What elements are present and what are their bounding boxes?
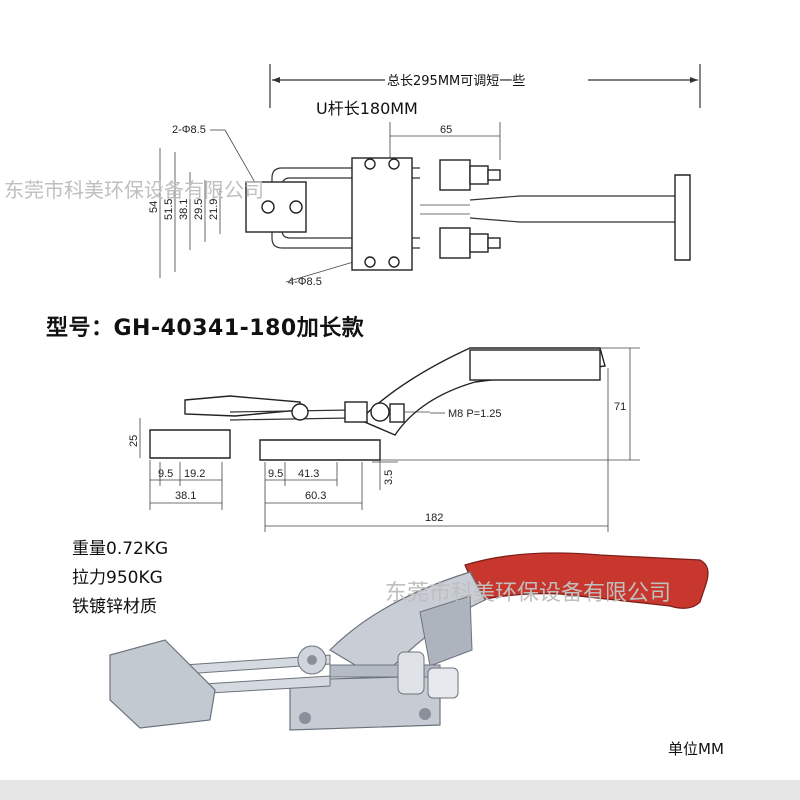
top-view-drawing: 总长295MM可调短一些 U杆长180MM 65 2-Φ8.5 4-Φ8.5 5…: [148, 64, 701, 288]
dim-19-2: 19.2: [184, 468, 205, 480]
spec-material: 铁镀锌材质: [72, 597, 157, 617]
dim-21-9: 21.9: [208, 199, 220, 220]
dim-9-5-b: 9.5: [268, 468, 283, 480]
dim-25: 25: [128, 435, 140, 447]
watermark-bottom: 东莞市科美环保设备有限公司: [385, 581, 671, 606]
dim-71: 71: [614, 401, 626, 413]
dim-41-3: 41.3: [298, 468, 319, 480]
watermark-top: 东莞市科美环保设备有限公司: [4, 178, 264, 202]
dim-38-1: 38.1: [178, 199, 190, 220]
dim-3-5: 3.5: [383, 470, 395, 485]
product-photo: [109, 552, 709, 731]
unit-label: 单位MM: [668, 740, 724, 758]
dim-51-5: 51.5: [163, 199, 175, 220]
side-view-drawing: M8 P=1.25 71 25 9.5 19.2 38.1 9.5 41.3 6…: [128, 347, 640, 532]
bottom-bar: [0, 780, 800, 800]
overall-length-label: 总长295MM可调短一些: [387, 74, 525, 89]
model-label: 型号：GH-40341-180加长款: [46, 316, 365, 341]
spec-weight: 重量0.72KG: [72, 539, 169, 559]
spec-pull-force: 拉力950KG: [72, 568, 163, 588]
dim-60-3: 60.3: [305, 490, 326, 502]
dim-29-5: 29.5: [193, 199, 205, 220]
dim-38-1-side: 38.1: [175, 490, 196, 502]
thread-spec: M8 P=1.25: [448, 408, 502, 420]
dim-9-5-a: 9.5: [158, 468, 173, 480]
hole-callout-top: 2-Φ8.5: [172, 124, 206, 136]
dim-54: 54: [148, 201, 160, 213]
u-rod-length-label: U杆长180MM: [316, 99, 418, 118]
dim-182: 182: [425, 512, 443, 524]
dim-65: 65: [440, 124, 452, 136]
hole-callout-bottom: 4-Φ8.5: [288, 276, 322, 288]
